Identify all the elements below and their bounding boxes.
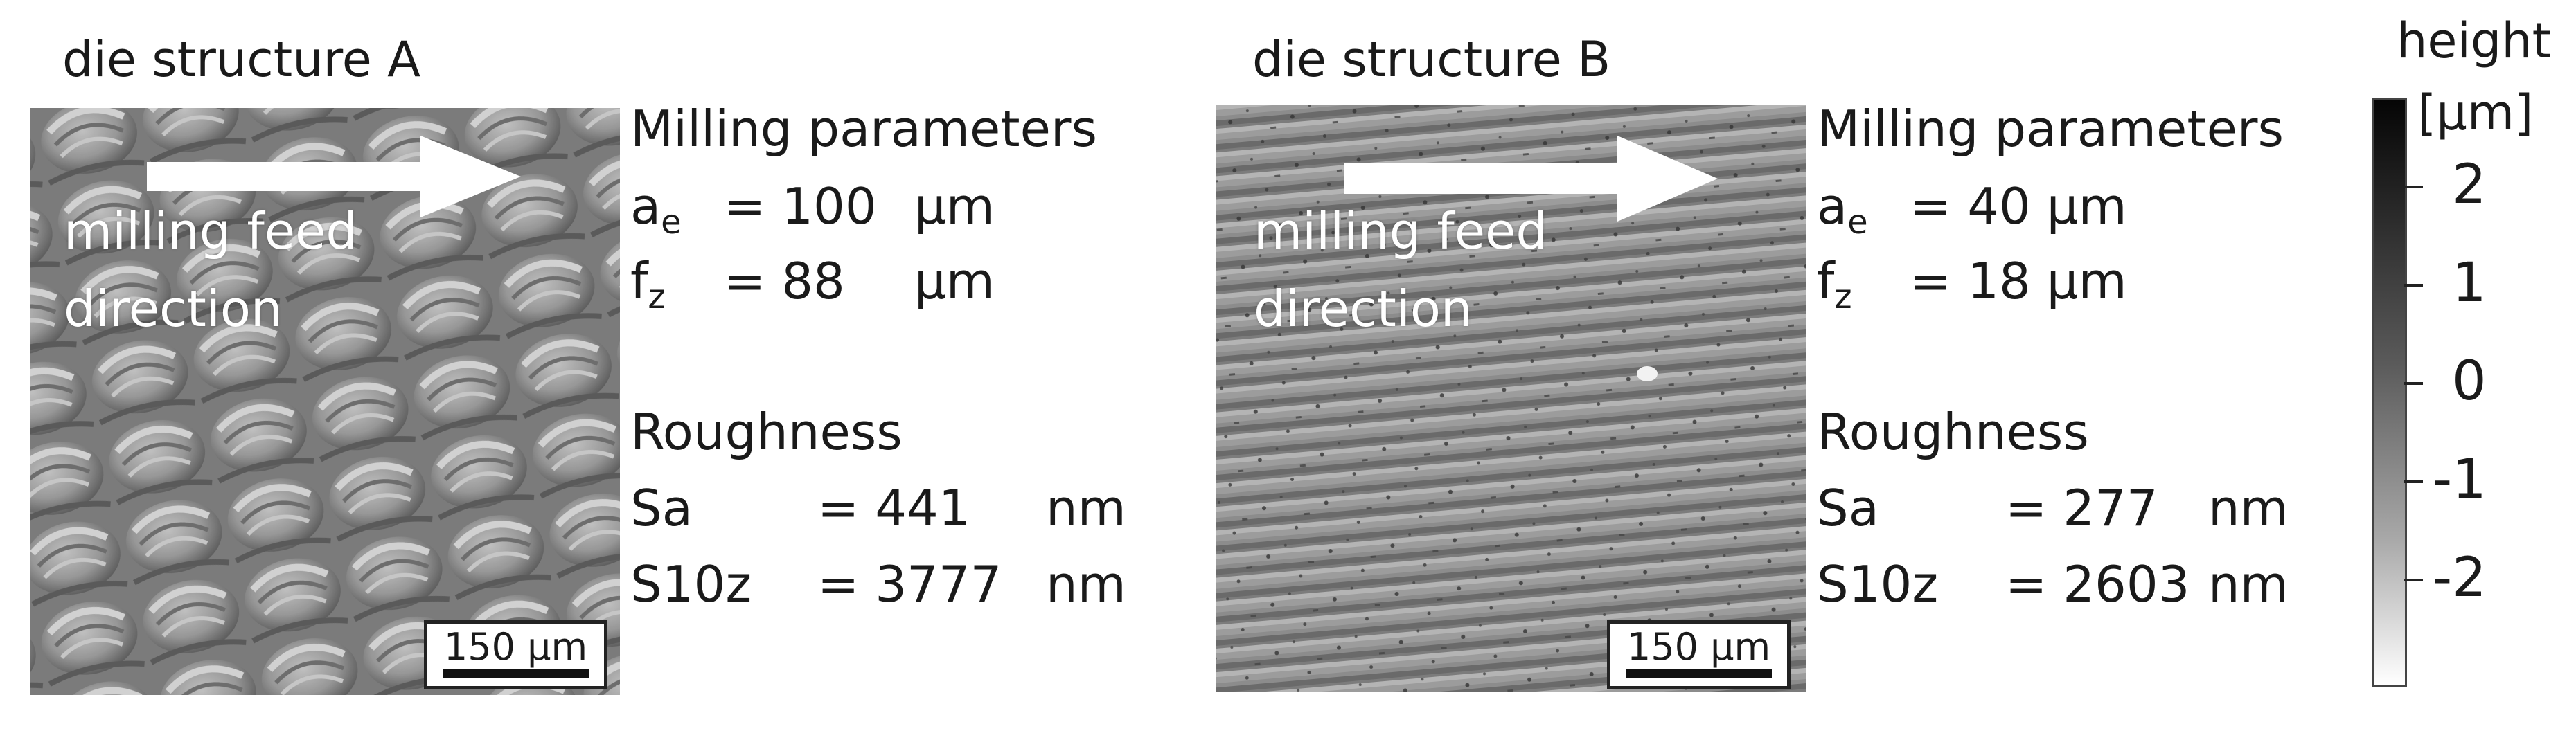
panel-a-title: die structure A (62, 31, 421, 88)
panel-b-s10z-value: = 2603 (2005, 555, 2190, 613)
panel-b-s10z-label: S10z (1817, 555, 1939, 613)
panel-b-milling-heading: Milling parameters (1817, 100, 2284, 158)
colorbar-tick-label: -1 (2433, 449, 2487, 511)
colorbar-tick (2404, 579, 2423, 581)
panel-a-roughness-heading: Roughness (630, 403, 903, 461)
panel-a-fz-symbol: f (630, 252, 648, 310)
panel-a-overlay-line1: milling feed (64, 202, 358, 260)
colorbar-gradient (2372, 98, 2407, 687)
colorbar-tick (2404, 186, 2423, 188)
panel-b-scale-bar-line (1626, 669, 1772, 678)
panel-b-fz-symbol: f (1817, 252, 1835, 310)
panel-b-roughness-heading: Roughness (1817, 403, 2089, 461)
panel-b-fz-value: = 18 µm (1910, 252, 2127, 310)
panel-a-feed-arrow (147, 136, 521, 217)
panel-b-fz-row: fz (1817, 256, 1852, 314)
panel-a-fz-subscript: z (648, 278, 666, 316)
panel-b-ae-row: ae (1817, 181, 1868, 239)
panel-a-sa-label: Sa (630, 479, 693, 537)
panel-a-sa-value: = 441 (817, 479, 970, 537)
colorbar-tick-label: 0 (2452, 350, 2487, 413)
panel-b-surface-image (1216, 105, 1806, 692)
panel-b-scale-bar-label: 150 µm (1626, 625, 1771, 669)
panel-b-ae-subscript: e (1847, 203, 1868, 242)
panel-b-scale-bar: 150 µm (1607, 620, 1791, 689)
panel-a-ae-row: ae (630, 181, 682, 239)
colorbar-tick-label: 1 (2452, 252, 2487, 314)
panel-a-ae-subscript: e (661, 203, 682, 242)
panel-a-ae-symbol: a (630, 177, 661, 235)
panel-b-sa-value: = 277 (2005, 479, 2158, 537)
panel-a-s10z-value: = 3777 (817, 555, 1002, 613)
colorbar-tick (2404, 284, 2423, 287)
colorbar-tick-label: -2 (2433, 547, 2487, 609)
panel-b-title: die structure B (1252, 31, 1611, 88)
panel-a-fz-unit: µm (914, 252, 995, 310)
colorbar-tick-label: 2 (2452, 154, 2487, 216)
colorbar-unit: [µm] (2417, 84, 2534, 141)
panel-b-feed-arrow (1344, 136, 1718, 222)
colorbar-tick (2404, 480, 2423, 483)
panel-a-scale-bar: 150 µm (424, 620, 607, 689)
panel-b-s10z-unit: nm (2208, 555, 2289, 613)
panel-b-overlay-line2: direction (1254, 280, 1473, 338)
panel-a-ae-unit: µm (914, 177, 995, 235)
colorbar-tick (2404, 382, 2423, 385)
panel-a-fz-row: fz (630, 256, 666, 314)
panel-b-ae-value: = 40 µm (1910, 177, 2127, 235)
panel-a-fz-value: = 88 (724, 252, 845, 310)
panel-a-scale-bar-label: 150 µm (443, 625, 588, 669)
panel-b-sa-unit: nm (2208, 479, 2289, 537)
panel-a-ae-value: = 100 (724, 177, 877, 235)
panel-a-sa-unit: nm (1046, 479, 1126, 537)
panel-b-fz-subscript: z (1834, 278, 1852, 316)
panel-b-ae-symbol: a (1817, 177, 1848, 235)
panel-a-surface-image (30, 108, 620, 695)
panel-b-overlay-line1: milling feed (1254, 202, 1548, 260)
panel-b-sa-label: Sa (1817, 479, 1879, 537)
panel-a-scale-bar-line (443, 669, 589, 678)
colorbar-title: height (2397, 12, 2552, 69)
panel-a-overlay-line2: direction (64, 280, 283, 338)
panel-a-s10z-unit: nm (1046, 555, 1126, 613)
panel-a-s10z-label: S10z (630, 555, 752, 613)
panel-a-milling-heading: Milling parameters (630, 100, 1097, 158)
